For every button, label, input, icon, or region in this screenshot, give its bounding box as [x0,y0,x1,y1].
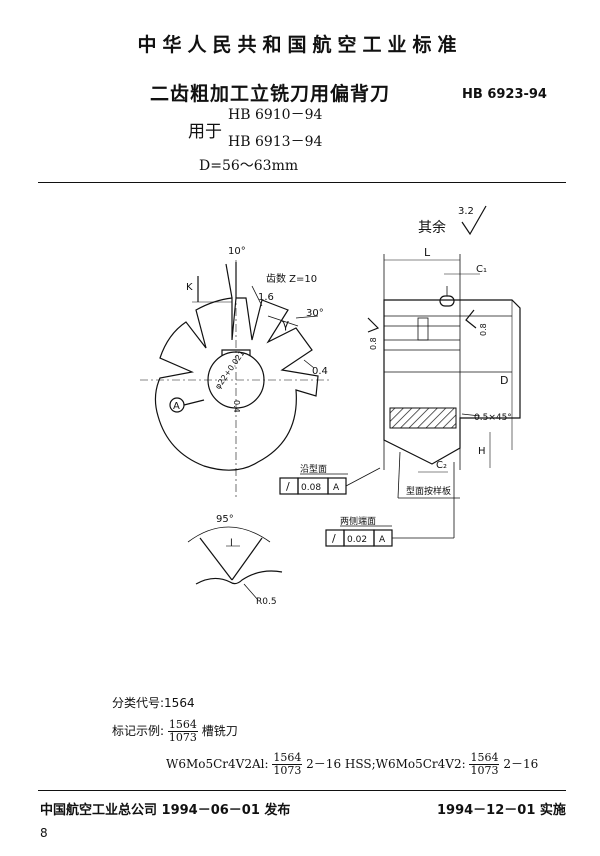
profile-tolerance-label: 沿型面 [300,464,327,475]
c1-label: C₁ [476,264,487,275]
standard-org-title: 中华人民共和国航空工业标准 [137,34,463,56]
used-for-standard-2: HB 6913－94 [228,134,323,150]
cutter-section-view [367,254,521,473]
material-1-fraction-num: 1564 [272,751,303,765]
diameter-d-label: D [500,374,508,387]
k-label: K [186,282,193,293]
roughness-0-4-right: 0.4 [312,366,328,377]
profile-template-leader [397,451,460,499]
example-fraction-num: 1564 [167,718,198,732]
gamma-label: γ [282,317,289,331]
end-face-tolerance-symbol: / [332,532,336,545]
material-1-fraction-den: 1073 [273,764,302,777]
teeth-count-label: 齿数 Z=10 [266,272,317,285]
roughness-0-4-bore: 0.4 [232,400,241,413]
length-l-label: L [424,246,431,259]
header-rule [38,182,566,183]
detail-radius-label: R0.5 [256,597,277,607]
chamfer-label: 0.5×45° [474,413,512,423]
effective-date: 1994－12－01 实施 [437,803,566,818]
datum-a-label: A [173,401,180,412]
bore-diameter-label: φ22+0.021 [213,349,246,391]
material-end: 2－16 [503,757,539,771]
class-code-line: 分类代号:1564 [112,694,195,711]
class-code-label: 分类代号: [112,696,165,710]
used-for-standard-1: HB 6910－94 [228,107,323,123]
tooth-detail-view [187,526,283,601]
document-title: 二齿粗加工立铣刀用偏背刀 [150,83,391,105]
profile-template-note: 型面按样板 [406,485,451,497]
marking-example-label: 标记示例: [112,724,165,738]
class-code-value: 1564 [164,696,195,710]
example-fraction-den: 1073 [168,731,197,744]
material-1: W6Mo5Cr4V2Al: [166,757,269,771]
cutter-face-view [140,260,330,500]
profile-tolerance-value: 0.08 [301,483,321,493]
material-mid: 2－16 HSS;W6Mo5Cr4V2: [306,757,466,771]
material-2-fraction-num: 1564 [469,751,500,765]
page-number: 8 [40,826,48,840]
marking-example-suffix: 槽铣刀 [201,724,238,738]
end-face-tolerance-frame [325,462,455,547]
roughness-symbol [461,205,487,236]
angle-10-label: 10° [228,246,246,257]
material-2-fraction-den: 1073 [470,764,499,777]
c2-label: C₂ [436,460,447,471]
profile-tolerance-datum: A [333,483,340,493]
detail-l-label: l [230,538,233,549]
roughness-0-8-left: 0.8 [369,337,378,350]
angle-30-label: 30° [306,308,324,319]
end-face-tolerance-datum: A [379,535,386,545]
diameter-range: D=56～63mm [199,158,299,174]
height-h-label: H [478,446,486,457]
technical-drawing: 其余 3.2 10° K 齿数 Z=10 1.6 30° γ 0.4 φ22+0… [140,205,521,607]
standard-number: HB 6923-94 [462,87,547,102]
end-face-tolerance-label: 两侧端面 [340,515,376,527]
footer-rule [38,790,566,791]
end-face-tolerance-value: 0.02 [347,535,367,545]
used-for-label: 用于 [188,122,222,142]
roughness-0-8-right: 0.8 [479,323,488,336]
roughness-label: 其余 [418,219,446,236]
issued-by: 中国航空工业总公司 1994－06－01 发布 [40,803,291,818]
profile-tolerance-frame [279,467,381,495]
roughness-1-6: 1.6 [258,292,274,303]
roughness-value: 3.2 [458,206,474,217]
profile-tolerance-symbol: / [286,480,290,493]
detail-angle-label: 95° [216,514,234,525]
